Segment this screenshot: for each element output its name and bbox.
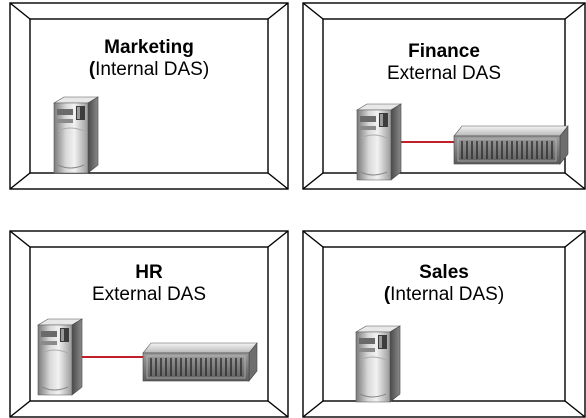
cable-link [82, 356, 144, 358]
server-tower-icon [52, 96, 100, 174]
server-tower-icon [354, 325, 402, 403]
server-tower-icon [355, 103, 403, 181]
panel-hr: HR External DAS [9, 230, 289, 418]
disk-array-icon [453, 125, 569, 165]
panel-title: Marketing [104, 37, 194, 58]
disk-array-icon [142, 342, 258, 382]
server-tower-icon [36, 318, 84, 396]
panel-title: Sales [419, 262, 469, 283]
panel-caption: Finance External DAS [302, 41, 586, 85]
panel-caption: Sales (Internal DAS) [302, 262, 586, 306]
panel-subtitle: (Internal DAS) [383, 284, 505, 305]
panel-caption: HR External DAS [9, 262, 289, 306]
panel-frame [302, 230, 586, 418]
panel-caption: Marketing (Internal DAS) [9, 37, 289, 81]
panel-title: Finance [408, 41, 480, 62]
panel-sales: Sales (Internal DAS) [302, 230, 586, 418]
panel-title: HR [135, 262, 163, 283]
panel-marketing: Marketing (Internal DAS) [9, 2, 289, 190]
panel-subtitle: External DAS [386, 63, 502, 84]
panel-finance: Finance External DAS [302, 2, 586, 190]
panel-subtitle: (Internal DAS) [88, 59, 210, 80]
panel-subtitle: External DAS [91, 284, 207, 305]
cable-link [401, 141, 455, 143]
